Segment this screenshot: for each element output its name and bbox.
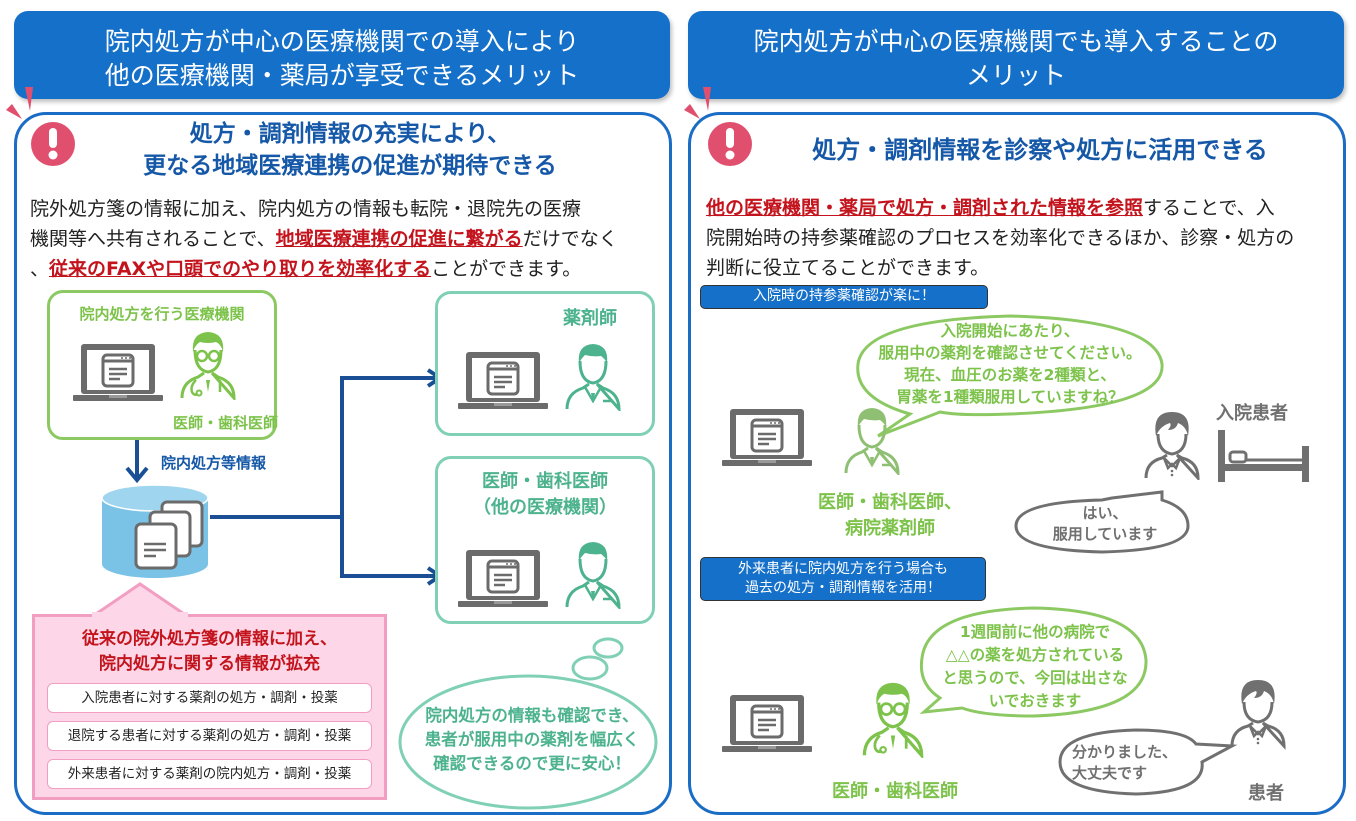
- staff-person-icon: [842, 405, 902, 475]
- laptop-icon: [458, 350, 548, 412]
- laptop-icon: [722, 693, 812, 755]
- expansion-item: 入院患者に対する薬剤の処方・調剤・投薬: [47, 683, 372, 713]
- left-banner-line2: 他の医療機関・薬局が享受できるメリット: [104, 61, 580, 90]
- source-institution-label: 院内処方を行う医療機関: [79, 305, 245, 323]
- expansion-title: 従来の院外処方箋の情報に加え、 院内処方に関する情報が拡充: [82, 629, 337, 674]
- pharmacist-person-icon: [563, 341, 623, 411]
- left-panel-title: 処方・調剤情報の充実により、 更なる地域医療連携の促進が期待できる: [70, 118, 630, 182]
- left-title-line2: 更なる地域医療連携の促進が期待できる: [143, 153, 557, 179]
- left-body-line2: 機関等へ共有されることで、地域医療連携の促進に繋がるだけでなく: [30, 228, 618, 250]
- right-body-text: 他の医療機関・薬局で処方・調剤された情報を参照することで、入 院開始時の持参薬確…: [706, 193, 1346, 283]
- outpatient-person-icon: [1228, 676, 1288, 750]
- highlight-regional-link: 地域医療連携の促進に繋がる: [275, 228, 523, 250]
- patient2-speech-text: 分かりました、 大丈夫です: [1072, 743, 1178, 782]
- right-banner: 院内処方が中心の医療機関でも導入することの メリット: [688, 11, 1344, 99]
- doctor-speech-text: 入院開始にあたり、 服用中の薬剤を確認させてください。 現在、血圧のお薬を2種類…: [878, 322, 1142, 406]
- doctor-speech-bubble-shape: [856, 314, 1164, 438]
- left-title-line1: 処方・調剤情報の充実により、: [189, 121, 511, 147]
- right-body-line1: 他の医療機関・薬局で処方・調剤された情報を参照することで、入: [706, 197, 1275, 219]
- scene2-tag: 外来患者に院内処方を行う場合も 過去の処方・調剤情報を活用！: [700, 557, 986, 601]
- alert-icon: [705, 118, 755, 168]
- patient-speech-text: はい、 服用しています: [1052, 504, 1158, 543]
- patient2-speech-bubble-shape: [1058, 728, 1238, 796]
- highlight-fax-efficiency: 従来のFAXや口頭でのやり取りを効率化する: [49, 258, 432, 280]
- left-banner-line1: 院内処方が中心の医療機関での導入により: [104, 27, 580, 56]
- right-body-line3: 判断に役立てることができます。: [706, 257, 990, 279]
- patient-speech-bubble-shape: [1014, 490, 1190, 554]
- alert-spark-icon: [684, 87, 711, 119]
- highlight-reference-info: 他の医療機関・薬局で処方・調剤された情報を参照: [706, 197, 1144, 219]
- thought-bubble-text: 院内処方の情報も確認でき、 患者が服用中の薬剤を幅広く 確認できるので更に安心！: [424, 706, 640, 773]
- thought-bubble-shape: [398, 637, 658, 810]
- inpatient-label: 入院患者: [1216, 403, 1288, 424]
- bed-icon: [1218, 430, 1309, 482]
- left-body-text: 院外処方箋の情報に加え、院内処方の情報も転院・退院先の医療 機関等へ共有されるこ…: [30, 194, 670, 284]
- other-doctor-label: 医師・歯科医師 （他の医療機関）: [473, 471, 617, 518]
- doctor2-speech-bubble-shape: [919, 606, 1148, 718]
- inpatient-person-icon: [1142, 410, 1202, 480]
- right-body-line2: 院開始時の持参薬確認のプロセスを効率化できるほか、診察・処方の: [706, 227, 1295, 249]
- left-body-line3: 、従来のFAXや口頭でのやり取りを効率化することができます。: [30, 258, 582, 280]
- arrow-down-icon: [125, 440, 149, 484]
- right-panel-title: 処方・調剤情報を診察や処方に活用できる: [812, 136, 1268, 164]
- right-banner-line2: メリット: [965, 61, 1066, 90]
- source-role-label: 医師・歯科医師: [172, 414, 278, 432]
- doctor2-speech-text: 1週間前に他の病院で △△の薬を処方されている と思うので、今回は出さな いでお…: [942, 623, 1128, 710]
- left-body-line1: 院外処方箋の情報に加え、院内処方の情報も転院・退院先の医療: [30, 198, 582, 220]
- outpatient-label: 患者: [1248, 783, 1284, 804]
- right-banner-line1: 院内処方が中心の医療機関でも導入することの: [753, 27, 1279, 56]
- staff-label: 医師・歯科医師、 病院薬剤師: [818, 492, 962, 539]
- doctor2-label: 医師・歯科医師: [832, 781, 958, 802]
- laptop-icon: [458, 548, 548, 610]
- other-doctor-person-icon: [563, 539, 623, 609]
- laptop-icon: [73, 342, 163, 404]
- laptop-icon: [722, 407, 812, 469]
- expansion-item: 退院する患者に対する薬剤の処方・調剤・投薬: [47, 721, 372, 751]
- scene1-tag: 入院時の持参薬確認が楽に！: [700, 285, 988, 309]
- doctor2-icon: [860, 680, 926, 758]
- pharmacist-label: 薬剤師: [563, 308, 617, 329]
- left-banner: 院内処方が中心の医療機関での導入により 他の医療機関・薬局が享受できるメリット: [14, 11, 670, 99]
- alert-spark-icon: [6, 87, 33, 119]
- flow-label: 院内処方等情報: [161, 454, 267, 472]
- database-icon: [101, 484, 209, 578]
- expansion-item: 外来患者に対する薬剤の院内処方・調剤・投薬: [47, 759, 372, 789]
- connector-lines: [210, 368, 444, 586]
